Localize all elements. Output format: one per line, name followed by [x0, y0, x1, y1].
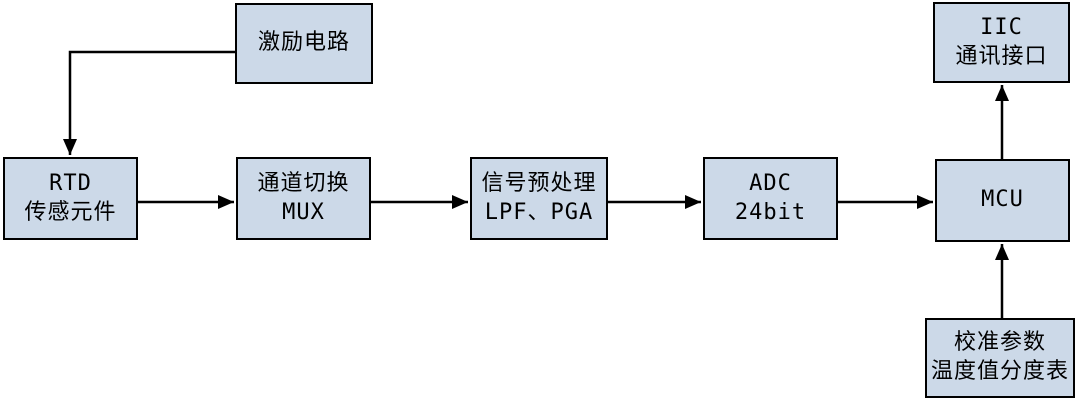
box-excitation-circuit-label: 激励电路 [257, 30, 350, 56]
box-calibration-table: 校准参数 温度值分度表 [925, 318, 1075, 398]
arrow-excitation-to-rtd [63, 50, 235, 155]
box-calibration-table-label-line2: 温度值分度表 [930, 359, 1069, 384]
box-calibration-table-label-line1: 校准参数 [953, 330, 1046, 356]
box-adc-label-line2: 24bit [734, 199, 807, 225]
box-mcu: MCU [935, 159, 1070, 242]
box-channel-mux-label-line2: MUX [282, 199, 325, 225]
box-signal-preprocessing: 信号预处理 LPF、PGA [470, 157, 608, 240]
box-iic-interface-label-line1: IIC [980, 14, 1023, 40]
box-channel-mux-label-line1: 通道切换 [257, 170, 350, 196]
box-excitation-circuit: 激励电路 [235, 3, 373, 84]
box-rtd-sensor-label-line1: RTD [49, 170, 92, 196]
box-signal-preprocessing-label-line2: LPF、PGA [484, 199, 594, 225]
box-iic-interface: IIC 通讯接口 [933, 2, 1070, 83]
box-rtd-sensor-label-line2: 传感元件 [24, 199, 117, 225]
box-channel-mux: 通道切换 MUX [236, 157, 371, 240]
box-iic-interface-label-line2: 通讯接口 [955, 43, 1048, 69]
box-adc-label-line1: ADC [749, 170, 792, 196]
box-rtd-sensor: RTD 传感元件 [3, 157, 138, 240]
box-signal-preprocessing-label-line1: 信号预处理 [481, 170, 597, 196]
box-adc: ADC 24bit [703, 157, 838, 240]
box-mcu-label: MCU [981, 187, 1024, 213]
